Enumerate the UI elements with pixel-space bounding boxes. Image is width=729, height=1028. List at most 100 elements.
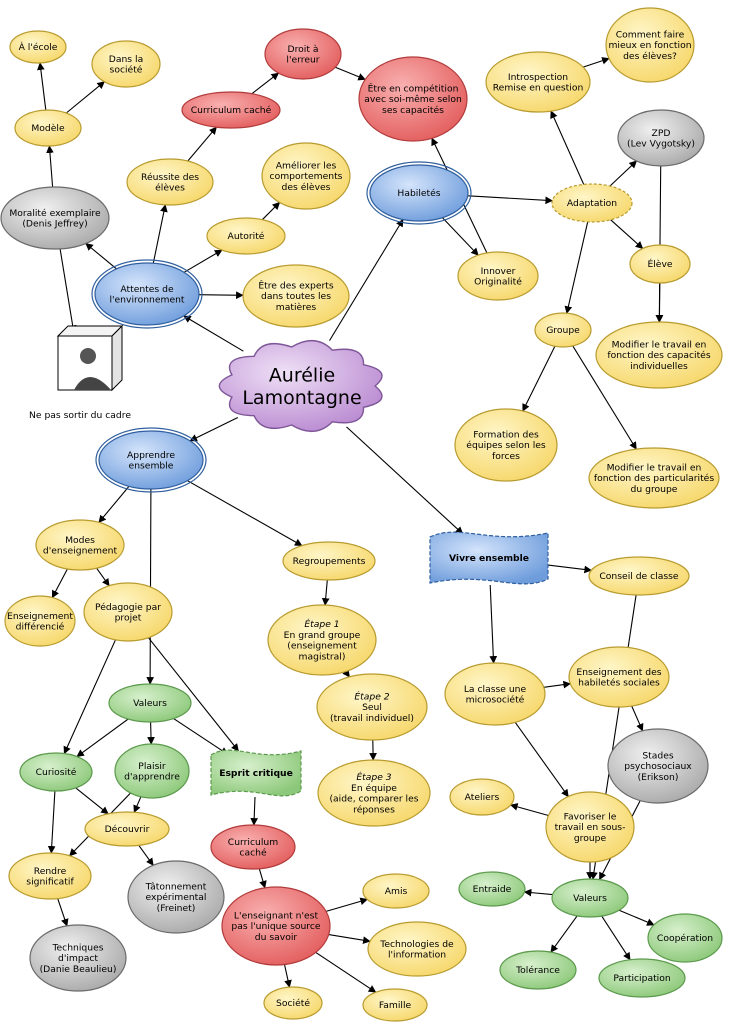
node-label: Société bbox=[276, 998, 310, 1009]
node-valeurs-r: Valeurs bbox=[552, 879, 628, 917]
node-label: Découvrir bbox=[105, 824, 150, 835]
node-etape3: Étape 3En équipe(aide, comparer lesrépon… bbox=[318, 760, 430, 826]
node-label: l'erreur bbox=[286, 55, 319, 66]
node-label: Habiletés bbox=[397, 188, 440, 199]
connector-modele-dans_societe bbox=[66, 82, 104, 113]
node-moralite: Moralité exemplaire(Denis Jeffrey) bbox=[1, 187, 109, 249]
node-label: Technologies de bbox=[379, 939, 454, 950]
connector-curriculum_cache-droit_erreur bbox=[252, 73, 279, 94]
node-zpd: ZPD(Lev Vygotsky) bbox=[618, 110, 704, 166]
node-label: La classe une bbox=[464, 684, 527, 695]
connector-valeurs_r-entraide bbox=[525, 892, 553, 895]
connector-attentes-experts bbox=[199, 295, 243, 296]
node-etape1: Étape 1En grand groupe(enseignementmagis… bbox=[268, 605, 376, 675]
connector-aurelie-apprendre bbox=[190, 418, 238, 441]
node-label: magistral) bbox=[299, 652, 346, 663]
connector-moralite-modele bbox=[49, 146, 52, 187]
node-label: Seul bbox=[362, 702, 382, 713]
node-label: Techniques bbox=[51, 942, 103, 953]
node-label: (Danie Beaulieu) bbox=[40, 964, 117, 975]
node-label: Étape 1 bbox=[304, 618, 339, 630]
node-label: (aide, comparer les bbox=[329, 794, 418, 805]
node-label: (enseignement bbox=[287, 641, 357, 652]
node-label: À l'école bbox=[19, 41, 58, 53]
node-tolerance: Tolérance bbox=[500, 951, 576, 989]
connector-vivre-microsociete bbox=[490, 585, 493, 663]
node-regroupements: Regroupements bbox=[283, 542, 375, 580]
node-vivre: Vivre ensemble bbox=[430, 532, 548, 584]
node-societe: Société bbox=[264, 987, 322, 1019]
node-label: des élèves? bbox=[623, 51, 677, 62]
node-label: Comment faire bbox=[616, 29, 685, 40]
node-label: dans toutes les bbox=[261, 291, 331, 302]
node-label: l'environnement bbox=[109, 295, 184, 306]
node-label: Introspection bbox=[508, 72, 568, 83]
node-label: (travail individuel) bbox=[330, 713, 414, 724]
node-label: Moralité exemplaire bbox=[9, 208, 101, 219]
node-label: des élèves bbox=[282, 182, 331, 193]
node-label: Apprendre bbox=[127, 450, 175, 461]
node-label: équipes selon les bbox=[466, 440, 546, 451]
node-amis: Amis bbox=[363, 874, 429, 908]
node-label: projet bbox=[115, 613, 142, 624]
connector-adaptation-introspection bbox=[551, 111, 584, 184]
connector-microsociete-favoriser bbox=[515, 722, 568, 796]
node-label: (Lev Vygotsky) bbox=[627, 139, 695, 150]
connector-ens_habiletes-stades bbox=[632, 706, 643, 731]
connector-plaisir-decouvrir bbox=[134, 797, 141, 813]
node-label: Valeurs bbox=[573, 893, 607, 904]
node-label: Améliorer les bbox=[276, 160, 337, 171]
node-entraide: Entraide bbox=[459, 872, 525, 906]
node-label: ensemble bbox=[129, 461, 174, 472]
node-label: Aurélie bbox=[269, 364, 335, 386]
node-label: d'apprendre bbox=[124, 772, 180, 783]
node-label: Modifier le travail en bbox=[607, 462, 702, 473]
node-label: Attentes de bbox=[120, 284, 174, 295]
node-label: Droit à bbox=[288, 44, 319, 55]
connector-vivre-conseil bbox=[546, 565, 591, 571]
connector-enseignant-amis bbox=[326, 899, 367, 911]
connector-moralite-cadre bbox=[60, 249, 74, 332]
connector-enseignant-technologies bbox=[329, 935, 370, 942]
connector-valeurs_r-cooperation bbox=[619, 910, 654, 925]
node-label: Ne pas sortir du cadre bbox=[29, 410, 131, 421]
node-label: groupe bbox=[574, 833, 607, 844]
node-cadre: Ne pas sortir du cadre bbox=[29, 326, 131, 421]
node-label: Favoriser le bbox=[564, 811, 617, 822]
connector-adaptation-groupe bbox=[567, 222, 588, 313]
node-label: Valeurs bbox=[133, 698, 167, 709]
node-label: significatif bbox=[26, 877, 74, 888]
node-label: Réussite des bbox=[141, 172, 199, 183]
node-label: Élève bbox=[647, 258, 672, 270]
node-label: pas l'unique source bbox=[231, 921, 321, 932]
connector-enseignant-famille bbox=[316, 952, 376, 992]
node-label: Participation bbox=[613, 973, 671, 984]
node-label: expérimental bbox=[146, 892, 207, 903]
node-label: Amis bbox=[385, 886, 408, 897]
node-label: fonction des particularités bbox=[594, 473, 714, 484]
node-label: Modes bbox=[65, 535, 95, 546]
node-label: différencié bbox=[16, 622, 65, 633]
node-label: Étape 3 bbox=[356, 771, 391, 783]
node-label: microsociété bbox=[466, 695, 525, 706]
node-label: Autorité bbox=[228, 231, 265, 242]
node-famille: Famille bbox=[363, 989, 427, 1021]
